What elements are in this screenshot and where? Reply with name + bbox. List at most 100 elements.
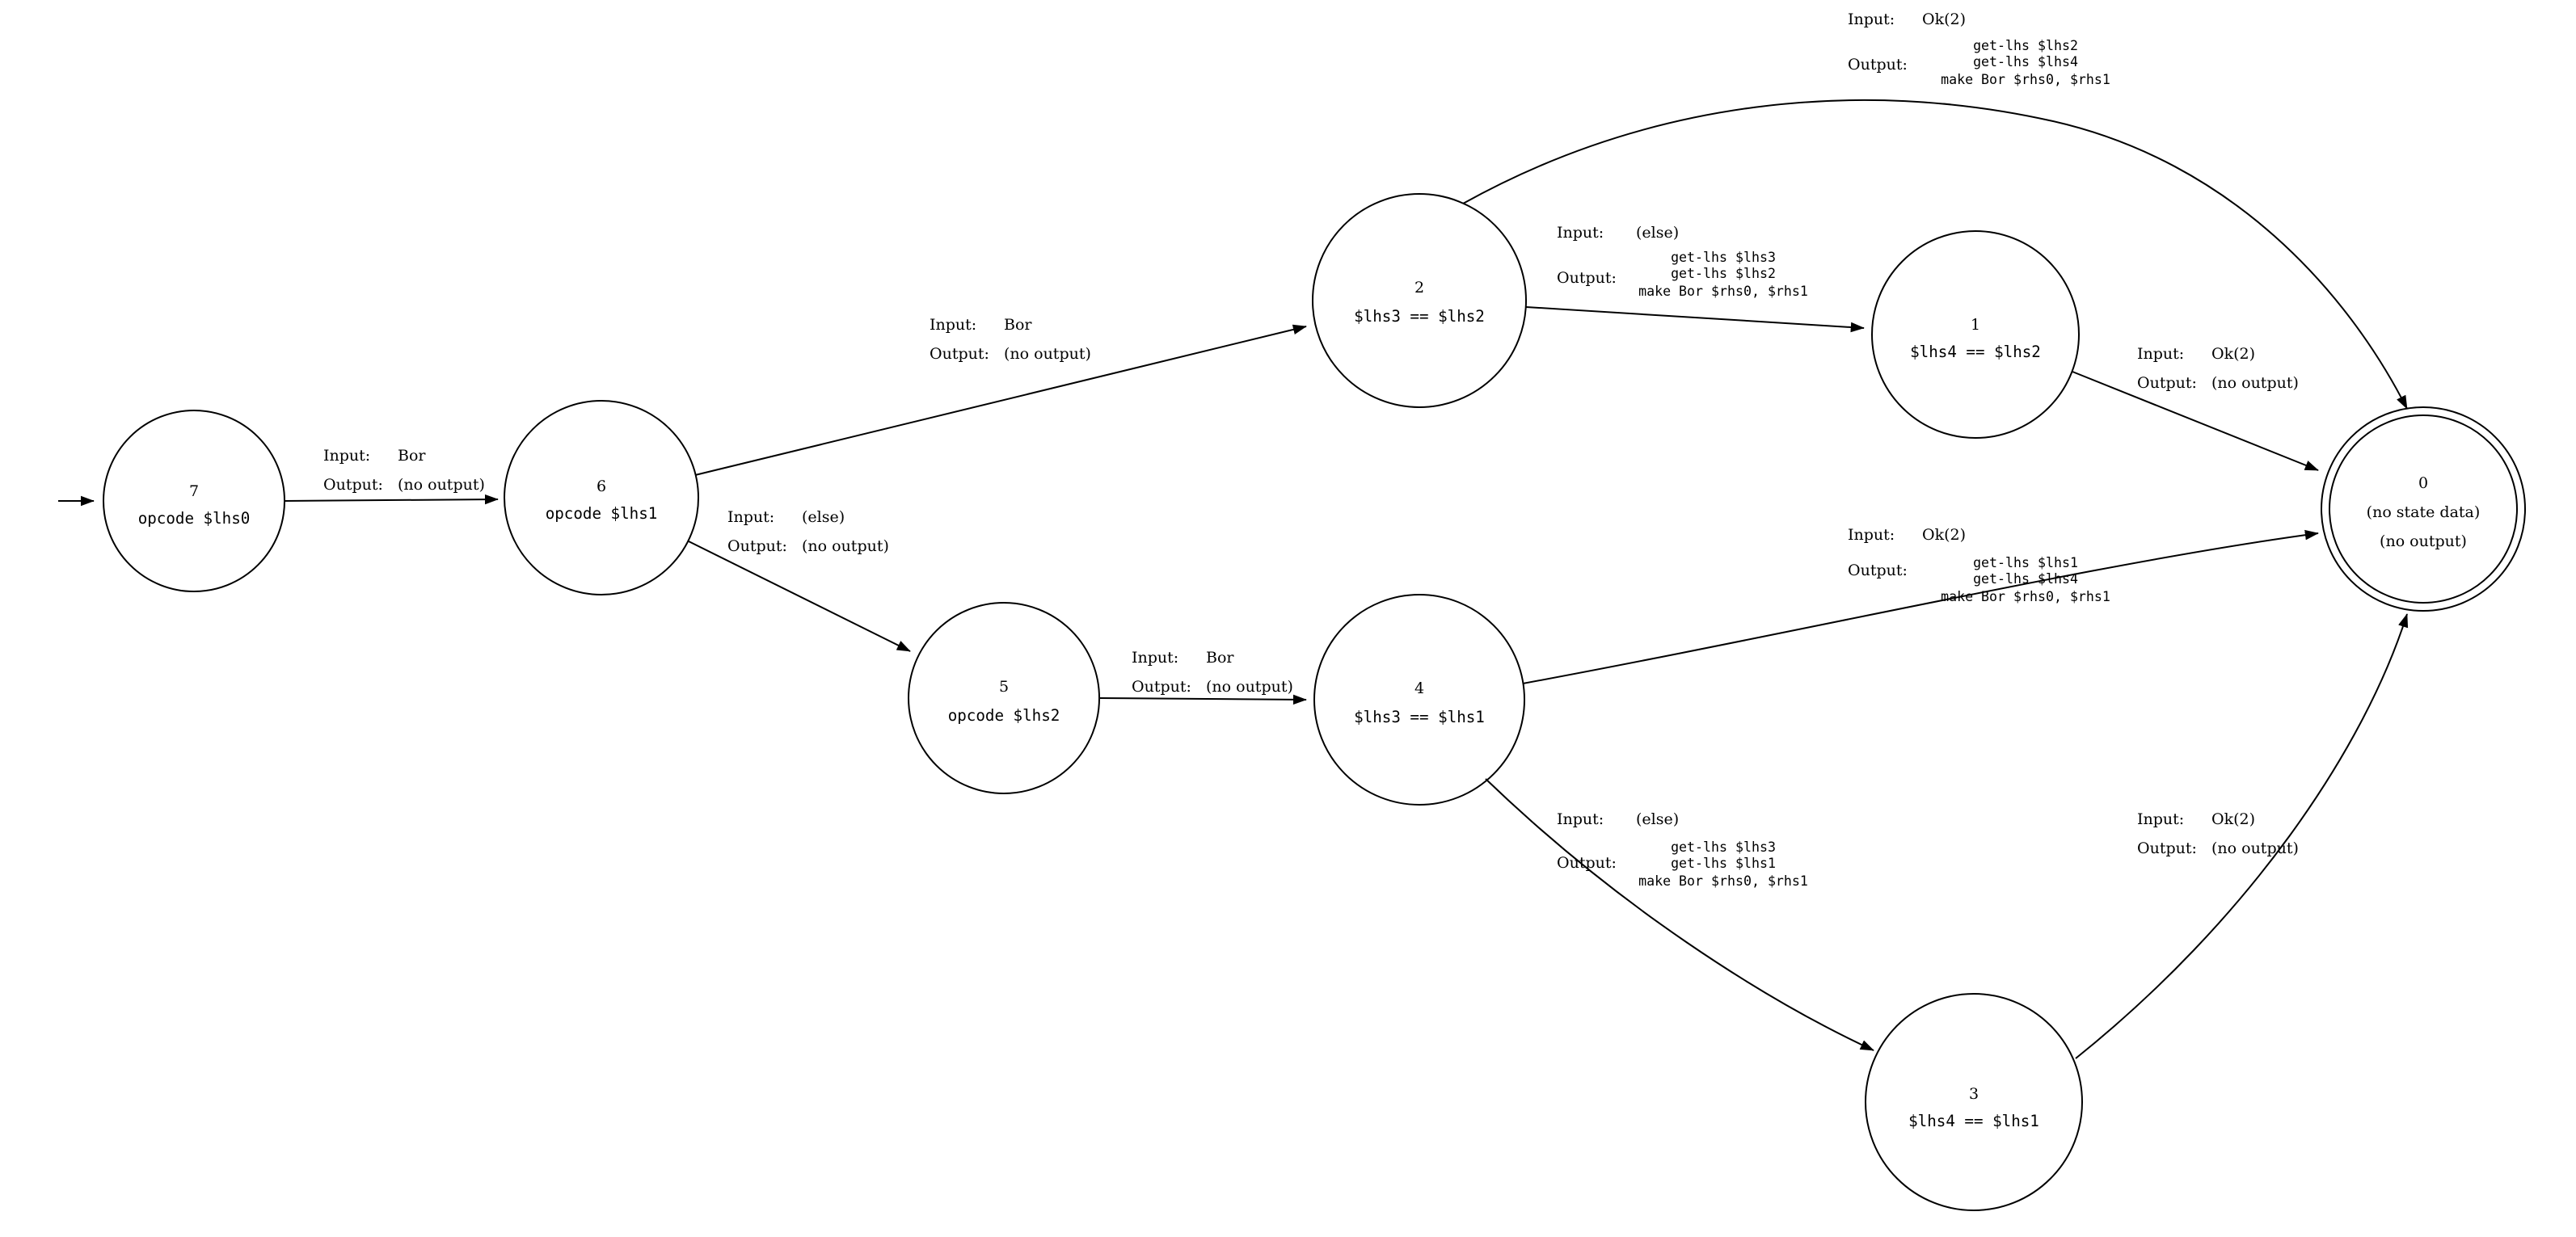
- edge-4-to-3-input-value: (else): [1636, 810, 1679, 828]
- edge-4-to-0-output-code-2: get-lhs $lhs4: [1973, 571, 2078, 587]
- state-4-circle: [1313, 594, 1525, 806]
- edge-7-to-6: Input: Bor Output: (no output): [284, 447, 499, 505]
- edge-5-to-4-input-label: Input:: [1132, 649, 1178, 667]
- state-6-circle: [504, 400, 699, 595]
- edge-2-to-0-output-code-1: get-lhs $lhs2: [1973, 38, 2078, 53]
- edge-2-to-0-path: [1462, 99, 2408, 410]
- edge-6-to-5-output-label: Output:: [727, 537, 787, 555]
- state-0-label-line1: (no state data): [2367, 503, 2481, 521]
- edge-7-to-6-output-value: (no output): [398, 476, 485, 494]
- edge-2-to-1-output-code-2: get-lhs $lhs2: [1671, 266, 1776, 281]
- edge-3-to-0-path: [2075, 613, 2409, 1059]
- edge-6-to-2-path: [694, 324, 1307, 476]
- edge-4-to-0-input-label: Input:: [1848, 526, 1895, 544]
- edge-6-to-5: Input: (else) Output: (no output): [688, 508, 911, 652]
- edge-6-to-5-input-value: (else): [802, 508, 845, 526]
- state-0-label-line2: (no output): [2380, 532, 2467, 550]
- edge-7-to-6-output-label: Output:: [323, 476, 383, 494]
- state-3: 3 $lhs4 == $lhs1: [1865, 993, 2083, 1211]
- state-4-label: $lhs3 == $lhs1: [1354, 708, 1485, 726]
- edge-2-to-1-output-code-1: get-lhs $lhs3: [1671, 250, 1776, 265]
- state-7-circle: [103, 410, 285, 592]
- edge-3-to-0-input-label: Input:: [2137, 810, 2184, 828]
- edge-2-to-1-output-code-3: make Bor $rhs0, $rhs1: [1638, 284, 1808, 299]
- edge-2-to-0-output-code-3: make Bor $rhs0, $rhs1: [1941, 72, 2110, 87]
- edge-2-to-0-input-value: Ok(2): [1922, 11, 1966, 28]
- state-2-number: 2: [1414, 279, 1424, 297]
- edge-1-to-0-output-label: Output:: [2137, 374, 2197, 392]
- state-5-number: 5: [999, 678, 1009, 696]
- state-2-circle: [1312, 193, 1527, 408]
- state-6: 6 opcode $lhs1: [504, 400, 699, 595]
- edge-2-to-1-input-label: Input:: [1557, 224, 1604, 242]
- state-1-number: 1: [1971, 316, 1980, 334]
- edge-3-to-0-output-label: Output:: [2137, 839, 2197, 857]
- edge-7-to-6-input-value: Bor: [398, 447, 426, 465]
- state-0: 0 (no state data) (no output): [2321, 406, 2526, 612]
- edge-6-to-2-input-label: Input:: [930, 316, 976, 334]
- state-4: 4 $lhs3 == $lhs1: [1313, 594, 1525, 806]
- edge-5-to-4-path: [1098, 694, 1307, 705]
- edge-6-to-5-input-label: Input:: [727, 508, 774, 526]
- edge-2-to-0-output-code-2: get-lhs $lhs4: [1973, 54, 2078, 69]
- state-3-number: 3: [1969, 1085, 1979, 1103]
- edge-5-to-4-output-label: Output:: [1132, 678, 1191, 696]
- edge-7-to-6-input-label: Input:: [323, 447, 370, 465]
- edge-4-to-0: Input: Ok(2) Output: get-lhs $lhs1 get-l…: [1522, 526, 2319, 684]
- edge-4-to-3: Input: (else) Output: get-lhs $lhs3 get-…: [1485, 778, 1874, 1051]
- state-5-circle: [908, 602, 1100, 794]
- state-7-number: 7: [189, 482, 199, 500]
- edge-2-to-0-input-label: Input:: [1848, 11, 1895, 28]
- edge-2-to-1-input-value: (else): [1636, 224, 1679, 242]
- state-5: 5 opcode $lhs2: [908, 602, 1100, 794]
- edge-4-to-0-output-code-3: make Bor $rhs0, $rhs1: [1941, 589, 2110, 604]
- state-0-inner-circle: [2329, 414, 2518, 604]
- state-1-circle: [1871, 230, 2080, 439]
- edge-6-to-2: Input: Bor Output: (no output): [694, 316, 1307, 476]
- edge-3-to-0: Input: Ok(2) Output: (no output): [2075, 613, 2409, 1059]
- edge-4-to-3-output-code-3: make Bor $rhs0, $rhs1: [1638, 873, 1808, 889]
- edge-6-to-5-output-value: (no output): [802, 537, 889, 555]
- edge-2-to-1-output-label: Output:: [1557, 269, 1617, 287]
- state-6-number: 6: [597, 478, 606, 495]
- state-5-label: opcode $lhs2: [948, 706, 1060, 725]
- state-7: 7 opcode $lhs0: [103, 410, 285, 592]
- edge-2-to-1-path: [1525, 306, 1865, 333]
- edge-5-to-4: Input: Bor Output: (no output): [1098, 649, 1307, 705]
- edge-5-to-4-input-value: Bor: [1206, 649, 1234, 667]
- edge-3-to-0-input-value: Ok(2): [2211, 810, 2255, 828]
- state-3-circle: [1865, 993, 2083, 1211]
- state-2: 2 $lhs3 == $lhs2: [1312, 193, 1527, 408]
- edge-4-to-0-input-value: Ok(2): [1922, 526, 1966, 544]
- edge-4-to-3-output-code-1: get-lhs $lhs3: [1671, 839, 1776, 855]
- state-0-number: 0: [2418, 474, 2428, 492]
- state-1: 1 $lhs4 == $lhs2: [1871, 230, 2080, 439]
- state-1-label: $lhs4 == $lhs2: [1910, 343, 2041, 361]
- edge-2-to-0: Input: Ok(2) Output: get-lhs $lhs2 get-l…: [1462, 11, 2408, 410]
- edge-3-to-0-output-value: (no output): [2211, 839, 2299, 857]
- edge-4-to-0-output-code-1: get-lhs $lhs1: [1973, 555, 2078, 570]
- edge-5-to-4-output-value: (no output): [1206, 678, 1293, 696]
- edge-1-to-0-output-value: (no output): [2211, 374, 2299, 392]
- state-2-label: $lhs3 == $lhs2: [1354, 307, 1485, 326]
- edge-6-to-2-input-value: Bor: [1004, 316, 1032, 334]
- state-7-label: opcode $lhs0: [138, 509, 251, 528]
- state-0-outer-circle: [2321, 406, 2526, 612]
- state-3-label: $lhs4 == $lhs1: [1908, 1112, 2039, 1130]
- edge-2-to-1: Input: (else) Output: get-lhs $lhs3 get-…: [1525, 224, 1865, 333]
- edge-4-to-3-output-code-2: get-lhs $lhs1: [1671, 856, 1776, 871]
- edge-1-to-0-input-value: Ok(2): [2211, 345, 2255, 363]
- edge-1-to-0-path: [2072, 371, 2319, 471]
- edge-4-to-3-output-label: Output:: [1557, 854, 1617, 872]
- edge-1-to-0-input-label: Input:: [2137, 345, 2184, 363]
- edge-4-to-3-input-label: Input:: [1557, 810, 1604, 828]
- edge-4-to-0-path: [1522, 529, 2319, 684]
- state-6-label: opcode $lhs1: [546, 504, 658, 523]
- edge-1-to-0: Input: Ok(2) Output: (no output): [2072, 345, 2319, 471]
- edge-2-to-0-output-label: Output:: [1848, 56, 1908, 74]
- edge-6-to-5-path: [688, 541, 911, 652]
- edge-6-to-2-output-value: (no output): [1004, 345, 1091, 363]
- edge-6-to-2-output-label: Output:: [930, 345, 989, 363]
